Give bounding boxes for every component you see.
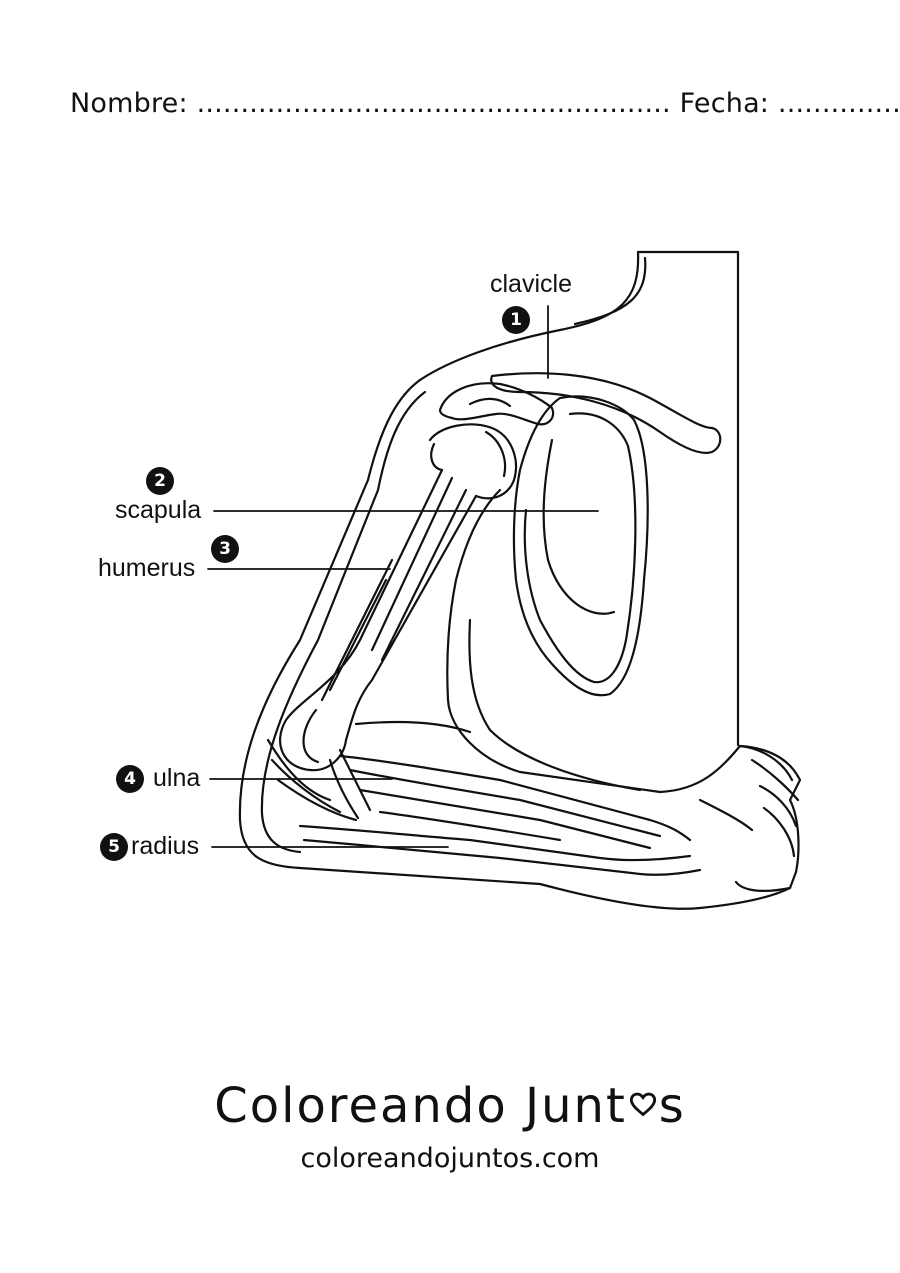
torso-outline (636, 250, 740, 747)
elbow-joint (266, 738, 372, 822)
label-humerus: humerus (98, 554, 196, 582)
ulna-bone (338, 754, 692, 842)
brand-text-end: s (658, 1078, 686, 1134)
date-label: Fecha: (679, 88, 770, 119)
brand-logo: Coloreando Junt s (0, 1078, 900, 1134)
label-ulna: ulna (153, 764, 201, 792)
arm-anatomy-illustration (207, 250, 802, 910)
heart-icon (629, 1092, 656, 1117)
number-badge-5: 5 (100, 833, 128, 861)
scapula-bone (512, 395, 649, 697)
radius-bone (298, 824, 692, 862)
label-radius: radius (131, 832, 200, 860)
humerus-bone (279, 468, 478, 772)
number-badge-3: 3 (211, 535, 239, 563)
label-scapula: scapula (115, 496, 202, 524)
leader-lines (207, 305, 599, 848)
worksheet-header: Nombre: ................................… (70, 88, 900, 119)
name-label: Nombre: (70, 88, 188, 119)
clavicle-bone (490, 372, 722, 454)
date-blank: ................ (777, 88, 900, 119)
name-blank: ........................................… (196, 88, 671, 119)
arm-outline (238, 378, 802, 910)
humerus-head (428, 423, 518, 500)
number-badge-2: 2 (146, 467, 174, 495)
hand (734, 744, 800, 892)
label-clavicle: clavicle (490, 270, 572, 298)
brand-text-main: Coloreando Junt (214, 1078, 627, 1134)
shoulder-contour (418, 250, 640, 382)
number-badge-4: 4 (116, 765, 144, 793)
website-url: coloreandojuntos.com (300, 1143, 600, 1174)
number-badge-1: 1 (502, 306, 530, 334)
